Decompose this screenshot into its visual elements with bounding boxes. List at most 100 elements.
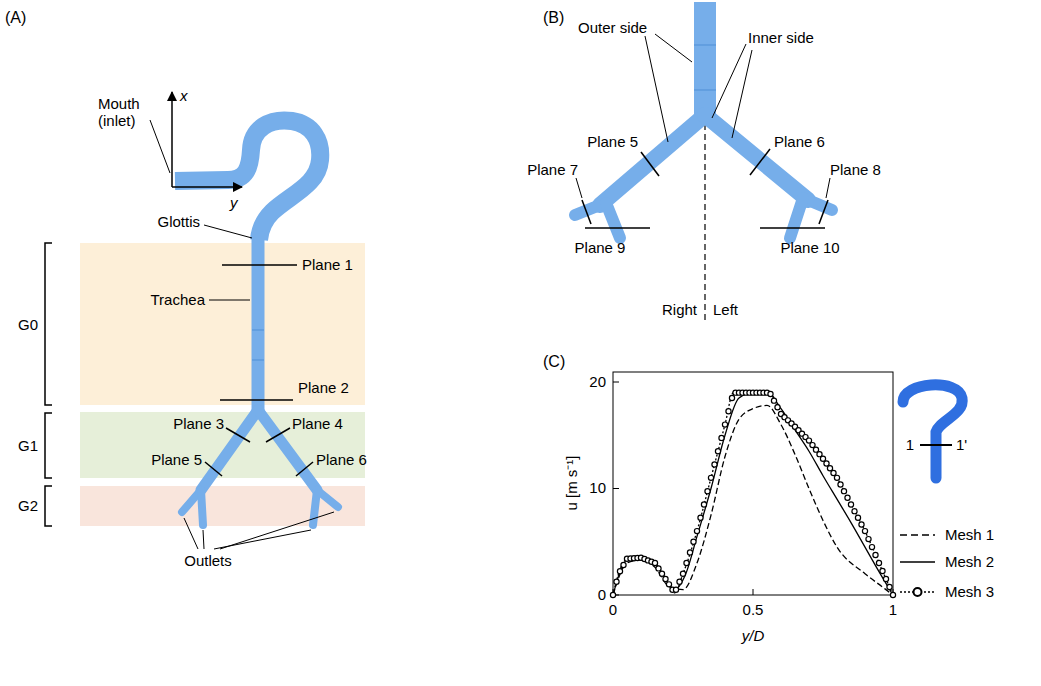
- leader-lines-a: [150, 120, 334, 549]
- mesh3-marker: [687, 550, 692, 555]
- plane-lines-a: [205, 265, 313, 476]
- part-label: Glottis: [157, 213, 200, 230]
- mesh3-marker: [862, 529, 867, 534]
- side-label: Outer side: [578, 19, 647, 36]
- plane-label: Plane 4: [292, 415, 343, 432]
- plane-lines-b: [582, 149, 828, 228]
- section-label: 1': [956, 436, 967, 453]
- tick-label: 1: [889, 601, 897, 618]
- generation-label: G2: [18, 497, 38, 514]
- tick-label: 0: [609, 601, 617, 618]
- section-label: 1: [906, 436, 914, 453]
- mesh3-marker: [834, 475, 839, 480]
- mesh3-curve: [613, 393, 893, 595]
- mesh3-marker: [684, 560, 689, 565]
- tick-label: 20: [589, 373, 606, 390]
- mesh3-marker: [855, 515, 860, 520]
- panel-letter: (C): [543, 353, 565, 371]
- mesh2-curve: [613, 393, 893, 595]
- generation-label: G0: [18, 316, 38, 333]
- mesh3-marker: [691, 539, 696, 544]
- mesh3-marker: [715, 449, 720, 454]
- segment-marks: [252, 330, 264, 360]
- legend-text: Mesh 1: [945, 526, 994, 543]
- panel-letter: (B): [543, 9, 564, 27]
- mesh3-marker: [656, 566, 661, 571]
- inset-airway: [903, 385, 962, 478]
- tick-label: 10: [589, 479, 606, 496]
- mesh3-marker: [614, 579, 619, 584]
- mesh3-marker: [771, 398, 776, 403]
- plane-label: Plane 6: [774, 133, 825, 150]
- mesh3-marker: [831, 470, 836, 475]
- plane-label: Plane 2: [298, 379, 349, 396]
- mesh3-marker: [852, 509, 857, 514]
- mesh3-marker: [866, 536, 871, 541]
- mesh3-marker: [729, 395, 734, 400]
- plane-label: Plane 10: [780, 239, 839, 256]
- mesh3-marker: [726, 409, 731, 414]
- axis-title: y/D: [742, 627, 765, 644]
- mesh3-marker: [869, 544, 874, 549]
- mesh3-marker: [848, 502, 853, 507]
- generation-label: G1: [18, 437, 38, 454]
- mesh3-marker: [841, 489, 846, 494]
- mesh3-marker: [845, 495, 850, 500]
- side-label: Inner side: [748, 29, 814, 46]
- mesh3-marker: [701, 502, 706, 507]
- legend-text: Mesh 2: [945, 553, 994, 570]
- mesh3-marker: [887, 584, 892, 589]
- axis-title: u [m s⁻¹]: [563, 455, 580, 510]
- mesh3-marker: [621, 562, 626, 567]
- inlet-label: Mouth (inlet): [98, 95, 150, 130]
- mesh3-marker: [890, 592, 895, 597]
- g0-band: [80, 243, 365, 405]
- g2-band: [80, 486, 365, 526]
- side-label: Left: [713, 301, 738, 318]
- mesh3-marker: [652, 560, 657, 565]
- plane-label: Plane 7: [527, 161, 578, 178]
- mesh3-marker: [768, 391, 773, 396]
- legend-samples: [900, 535, 935, 596]
- mesh3-marker: [712, 462, 717, 467]
- plane-label: Plane 5: [151, 451, 202, 468]
- mesh3-marker: [876, 560, 881, 565]
- mesh3-marker: [663, 576, 668, 581]
- plane-label: Plane 9: [575, 239, 626, 256]
- mesh3-marker: [775, 405, 780, 410]
- mesh3-marker: [838, 482, 843, 487]
- velocity-curves: [610, 390, 895, 598]
- legend-text: Mesh 3: [945, 583, 994, 600]
- section-line: [920, 444, 952, 446]
- mesh3-marker: [680, 571, 685, 576]
- mesh3-marker: [722, 422, 727, 427]
- generation-brackets: [45, 243, 52, 526]
- part-label: Outlets: [184, 552, 232, 569]
- mesh3-marker: [617, 569, 622, 574]
- segment-marks-b: [694, 45, 716, 90]
- coordinate-axes: [172, 92, 242, 187]
- side-label: Right: [662, 301, 697, 318]
- mesh3-marker: [673, 587, 678, 592]
- axis-name: y: [230, 194, 238, 211]
- mesh3-marker: [824, 461, 829, 466]
- part-label: Trachea: [151, 291, 205, 308]
- panel-letter: (A): [5, 9, 26, 27]
- mesh1-curve: [613, 405, 893, 595]
- mesh3-marker: [880, 568, 885, 573]
- tick-label: 0.5: [743, 601, 764, 618]
- mesh3-marker: [610, 592, 615, 597]
- mesh3-marker: [666, 582, 671, 587]
- mesh3-marker: [883, 576, 888, 581]
- mesh3-marker: [859, 522, 864, 527]
- mesh3-marker: [705, 489, 710, 494]
- plot-frame: [613, 372, 893, 595]
- plane-label: Plane 1: [302, 256, 353, 273]
- mesh3-marker: [698, 515, 703, 520]
- plane-label: Plane 5: [587, 133, 638, 150]
- plane-label: Plane 8: [830, 161, 881, 178]
- mesh3-marker: [719, 435, 724, 440]
- mesh3-marker: [694, 529, 699, 534]
- axis-ticks: [613, 382, 893, 595]
